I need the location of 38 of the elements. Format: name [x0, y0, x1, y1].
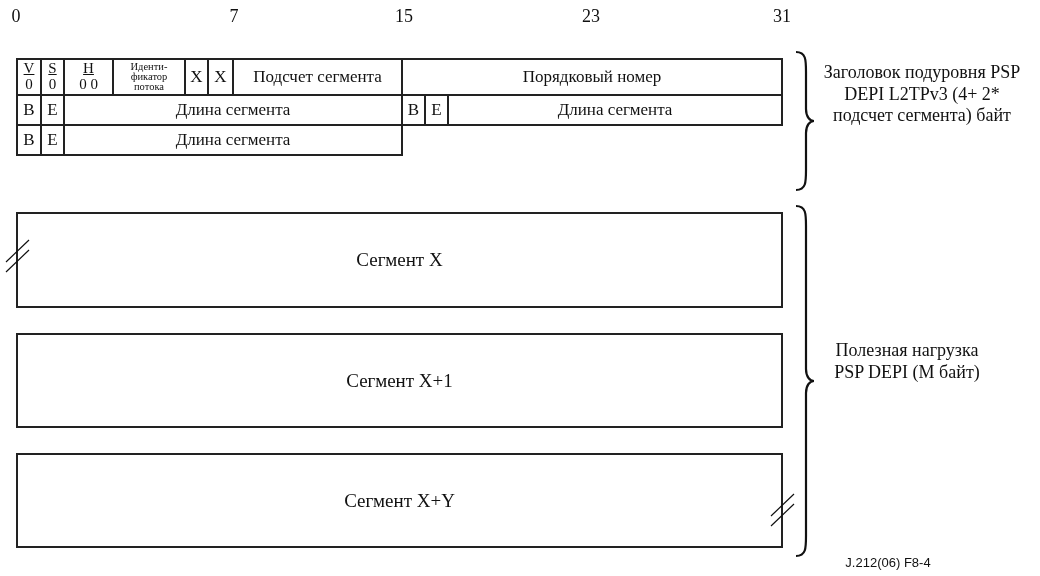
flag-value: 0 0: [79, 77, 98, 93]
field-cell: [447, 94, 783, 126]
field-label: Длина сегмента: [175, 131, 291, 149]
flag-value: 0: [48, 77, 57, 93]
flag-name: S: [48, 61, 57, 77]
bit-number: 15: [394, 6, 414, 28]
field-label: B: [23, 101, 35, 119]
bit-number: 0: [10, 6, 22, 28]
flag-name: V: [23, 61, 35, 77]
brace-label: Полезная нагрузка PSP DEPI (M байт): [833, 340, 981, 384]
flag-name: H: [83, 61, 94, 77]
brace-label: Заголовок подуровня PSP DEPI L2TPv3 (4+ 2* подсчет сегмента) байт: [822, 62, 1022, 127]
field-cell: [16, 453, 783, 548]
field-label: Длина сегмента: [557, 101, 673, 119]
field-cell: [401, 58, 783, 96]
field-label: Иденти-фикатор потока: [129, 62, 169, 92]
field-label: E: [47, 101, 58, 119]
bit-number: 23: [581, 6, 601, 28]
field-cell: [16, 212, 783, 308]
field-label: Сегмент X+1: [346, 370, 453, 391]
flag-value: 0: [25, 77, 33, 93]
bit-number: 7: [228, 6, 240, 28]
figure-id: J.212(06) F8-4: [844, 555, 932, 571]
field-cell: [63, 124, 403, 156]
bit-number: 31: [772, 6, 792, 28]
field-label: X: [190, 68, 203, 86]
field-label: B: [407, 101, 420, 119]
field-label: Порядковый номер: [522, 68, 662, 86]
field-cell: [16, 124, 42, 156]
field-label: X: [214, 68, 227, 86]
field-label: E: [431, 101, 442, 119]
field-label: Длина сегмента: [175, 101, 291, 119]
field-label: B: [23, 131, 35, 149]
field-cell: [16, 333, 783, 428]
field-label: Сегмент X: [356, 250, 443, 270]
field-label: Подсчет сегмента: [253, 68, 382, 86]
field-label: E: [47, 131, 58, 149]
field-label: Сегмент X+Y: [344, 490, 455, 511]
